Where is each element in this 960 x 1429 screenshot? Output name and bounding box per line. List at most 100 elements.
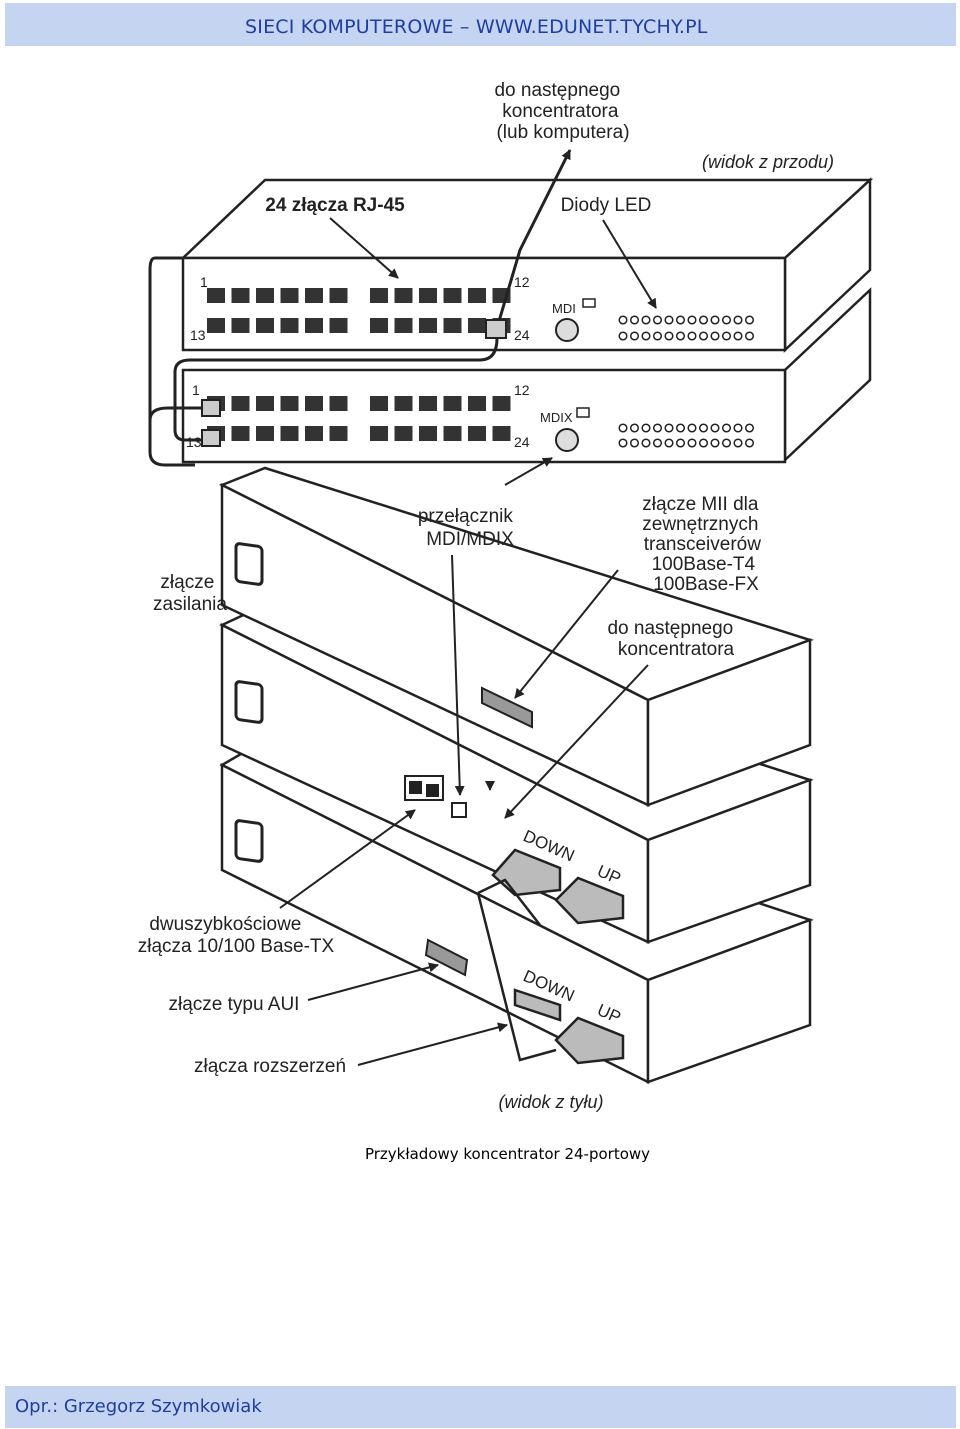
rj45-port <box>468 318 486 333</box>
led <box>675 423 686 433</box>
rj45-port <box>443 396 462 411</box>
led <box>641 423 651 433</box>
led <box>652 315 663 325</box>
label-mdi: MDI <box>552 301 576 316</box>
led <box>641 315 651 325</box>
port-label-1-top: 1 <box>200 274 208 290</box>
rj45-port <box>329 396 348 411</box>
rj45-port <box>492 426 511 441</box>
led <box>698 331 709 341</box>
expansion-connectors <box>491 848 625 1065</box>
rj45-port <box>468 288 486 303</box>
mdi-indicator <box>582 298 596 308</box>
mdix-button <box>555 428 579 452</box>
port-label-1-bottom: 1 <box>192 382 200 398</box>
led <box>641 331 651 341</box>
led <box>733 315 743 325</box>
led <box>664 315 674 325</box>
rj45-port-grid <box>207 288 511 441</box>
led <box>641 438 651 448</box>
rj45-port <box>280 318 299 333</box>
led <box>721 423 732 433</box>
footer-bar: Opr.: Grzegorz Szymkowiak <box>5 1386 956 1428</box>
rj45-port <box>370 396 388 411</box>
led <box>698 315 709 325</box>
rj45-port <box>256 318 274 333</box>
led <box>744 438 755 448</box>
led <box>698 438 709 448</box>
header-bar: SIECI KOMPUTEROWE – WWW.EDUNET.TYCHY.PL <box>5 3 956 46</box>
port-label-12-bottom: 12 <box>514 382 530 398</box>
rj45-port <box>492 396 511 411</box>
rj45-port <box>280 426 299 441</box>
led <box>744 331 755 341</box>
label-dual-speed: dwuszybkościowe złącza 10/100 Base-TX <box>138 914 335 957</box>
led <box>733 331 743 341</box>
led <box>710 423 720 433</box>
led <box>710 438 720 448</box>
led <box>618 315 628 325</box>
led <box>629 438 640 448</box>
header-title: SIECI KOMPUTEROWE – WWW.EDUNET.TYCHY.PL <box>245 16 708 38</box>
rear-cables <box>476 878 557 1062</box>
label-mii: złącze MII dla zewnętrznych transceiveró… <box>642 494 766 595</box>
label-mdix: MDIX <box>540 410 573 425</box>
led <box>618 423 628 433</box>
led <box>618 438 628 448</box>
rj45-port <box>443 288 462 303</box>
led <box>664 438 674 448</box>
rj45-port <box>394 318 413 333</box>
rj45-port <box>443 426 462 441</box>
led <box>733 438 743 448</box>
rj45-port <box>419 426 437 441</box>
rj45-port <box>468 426 486 441</box>
led <box>675 438 686 448</box>
label-rj45: 24 złącza RJ-45 <box>265 195 405 216</box>
rear-arrows <box>259 457 649 1066</box>
rj45-port <box>468 396 486 411</box>
led <box>687 331 697 341</box>
port-label-24-bottom: 24 <box>514 434 530 450</box>
led <box>618 331 628 341</box>
rj45-port <box>305 318 323 333</box>
rj45-port <box>256 396 274 411</box>
label-to-next-hub-front: do następnego koncentratora (lub kompute… <box>494 80 629 143</box>
hub-diagram: do następnego koncentratora (lub kompute… <box>138 80 874 1112</box>
led <box>710 315 720 325</box>
led <box>721 331 732 341</box>
led <box>733 423 743 433</box>
port-label-13-bottom: 13 <box>186 434 202 450</box>
led <box>687 438 697 448</box>
rj45-port <box>419 288 437 303</box>
label-mdi-switch: przełącznik MDI/MDIX <box>418 506 518 550</box>
rj45-port <box>329 288 348 303</box>
rj45-port <box>305 396 323 411</box>
led <box>675 331 686 341</box>
port-label-24-top: 24 <box>514 327 530 343</box>
rj45-port <box>370 288 388 303</box>
front-hub-stack <box>179 177 874 464</box>
label-power: złącze zasilania <box>153 572 227 615</box>
rj45-port <box>280 396 299 411</box>
rj45-port <box>207 288 225 303</box>
rj45-port <box>394 396 413 411</box>
rj45-port <box>305 426 323 441</box>
led <box>710 331 720 341</box>
mii-slot <box>481 686 533 729</box>
rj45-port <box>280 288 299 303</box>
led <box>744 315 755 325</box>
label-aui: złącze typu AUI <box>169 994 300 1015</box>
led <box>629 331 640 341</box>
rj45-port <box>256 426 274 441</box>
port-label-12-top: 12 <box>514 274 530 290</box>
rj45-port <box>207 318 225 333</box>
led-grid <box>618 315 755 448</box>
led <box>687 423 697 433</box>
rear-hub-3-side <box>646 918 812 1084</box>
label-leds: Diody LED <box>561 195 652 216</box>
mdix-indicator <box>576 407 590 418</box>
rj45-port <box>370 318 388 333</box>
rj45-port <box>305 288 323 303</box>
front-hub-bottom-face <box>181 368 787 464</box>
label-rear-view: (widok z tyłu) <box>498 1092 603 1112</box>
